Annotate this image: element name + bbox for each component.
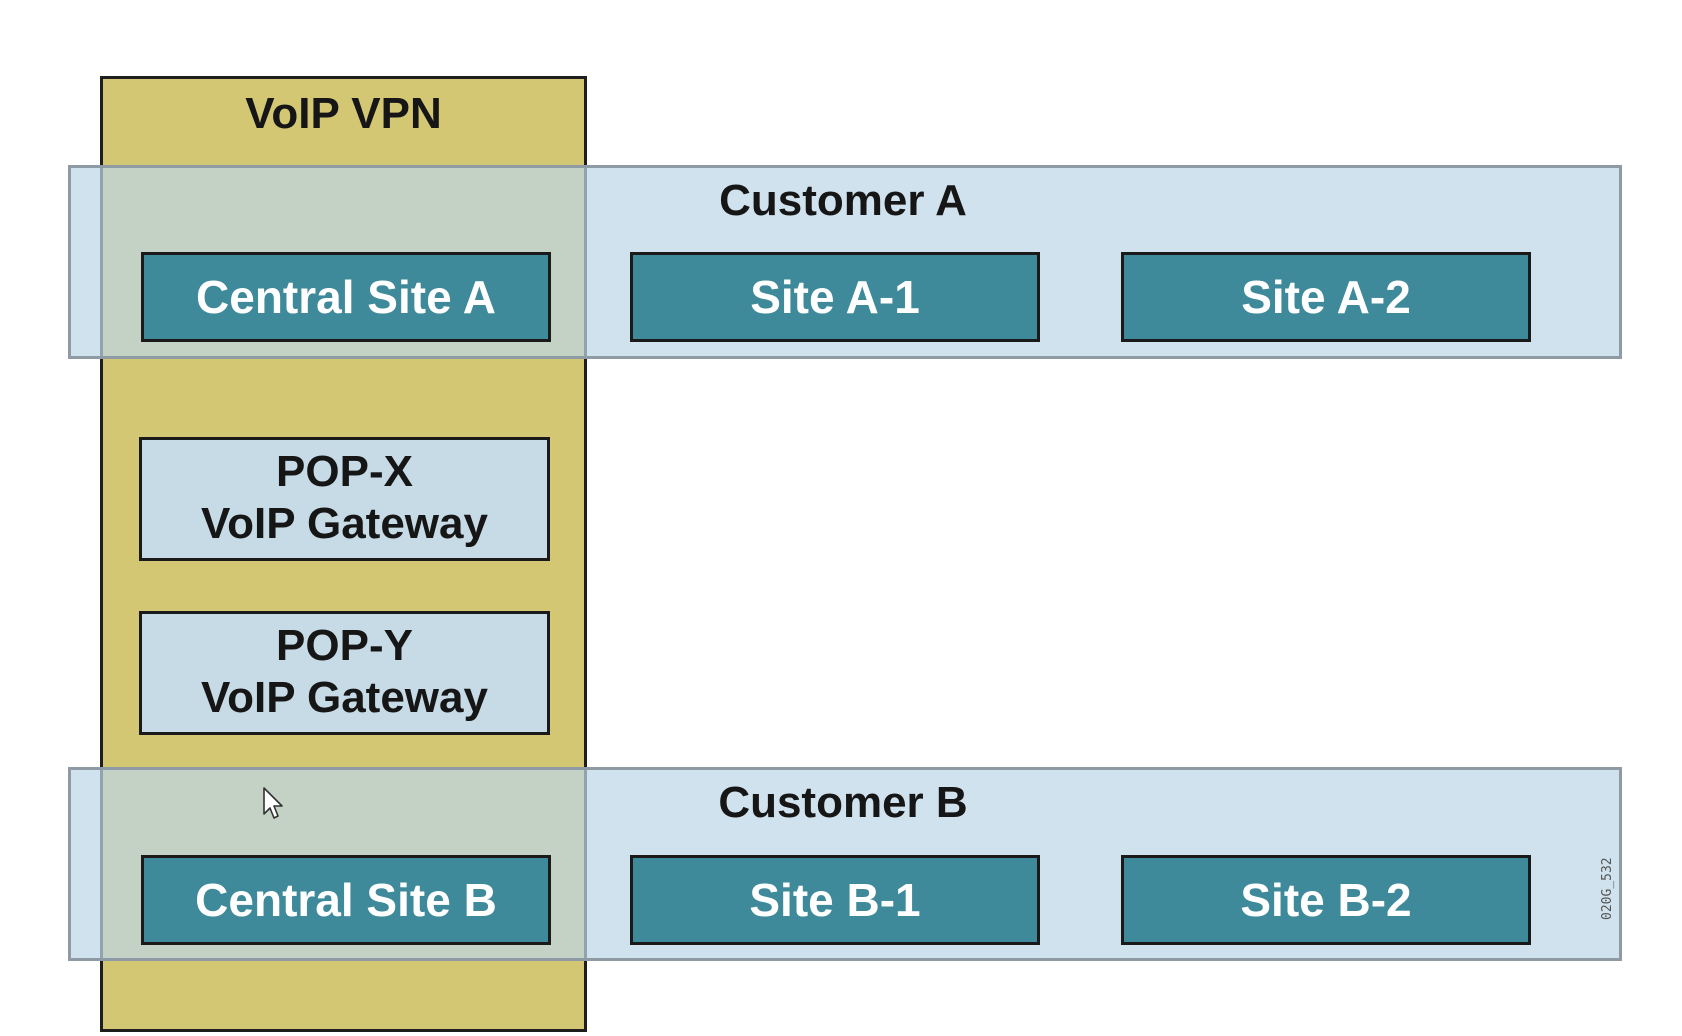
central-site-b-box: Central Site B (141, 855, 551, 945)
pop-y-gateway-label: VoIP Gateway (201, 673, 488, 722)
pop-x-gateway-box: POP-X VoIP Gateway (139, 437, 550, 561)
pop-y-gateway-box: POP-Y VoIP Gateway (139, 611, 550, 735)
central-site-a-box: Central Site A (141, 252, 551, 342)
mouse-pointer-icon (263, 787, 283, 819)
customer-a-title: Customer A (68, 173, 1622, 229)
pop-y-label: POP-Y (276, 621, 413, 670)
customer-b-title-text: Customer B (718, 778, 968, 827)
figure-code: 020G_532 (1600, 857, 1615, 920)
site-b-2-box: Site B-2 (1121, 855, 1531, 945)
customer-a-title-text: Customer A (719, 176, 967, 225)
pop-x-label: POP-X (276, 447, 413, 496)
site-b-1-box: Site B-1 (630, 855, 1040, 945)
site-a-2-box: Site A-2 (1121, 252, 1531, 342)
site-a-1-box: Site A-1 (630, 252, 1040, 342)
voip-vpn-title: VoIP VPN (245, 89, 442, 138)
customer-b-title: Customer B (68, 775, 1622, 831)
pop-x-gateway-label: VoIP Gateway (201, 499, 488, 548)
